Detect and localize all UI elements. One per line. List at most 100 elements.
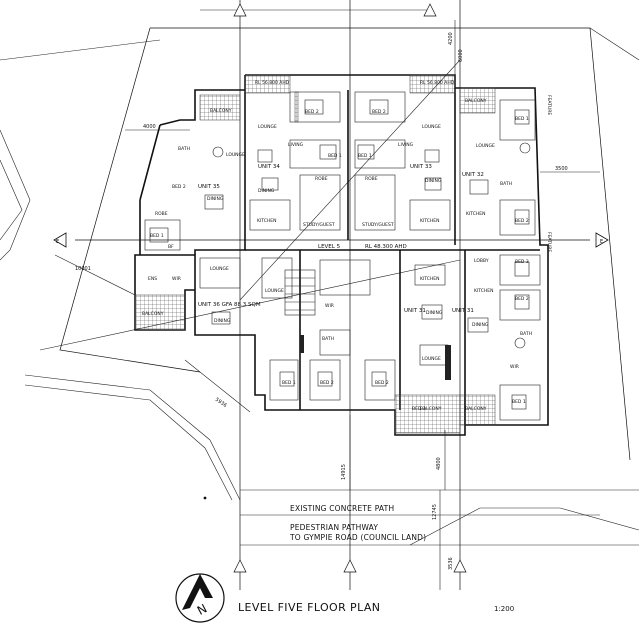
dimension-lines (54, 20, 600, 590)
room-label-bed1: BED 1 (328, 153, 342, 159)
room-label-bf: BF (168, 244, 174, 250)
room-label-kitchen: KITCHEN (466, 211, 486, 217)
unit-34-label: UNIT 34 (258, 164, 280, 170)
room-label-bed2: BED 2 (305, 109, 319, 115)
room-label-kitchen: KITCHEN (257, 218, 277, 224)
room-labels: BALCONY RL 56.800 AHD RL 56.800 AHD BALC… (142, 80, 552, 412)
room-label-lobby: LOBBY (474, 258, 489, 264)
room-label-bed2: BED 2 (372, 109, 386, 115)
pedestrian-pathway: PEDESTRIAN PATHWAY TO GYMPIE ROAD (COUNC… (203, 496, 639, 546)
room-label-bath: BATH (178, 146, 190, 152)
grid-marker-right-label: E (600, 239, 603, 245)
unit-33-label: UNIT 33 (410, 164, 432, 170)
room-label-robe: ROBE (365, 176, 378, 182)
dim-3500: 3500 (555, 166, 568, 172)
room-label-feature: FEATURE (546, 232, 552, 252)
room-label-dining: DINING (214, 318, 231, 324)
room-label-living: LIVING (288, 142, 304, 148)
dim-6000: 6000 (458, 49, 464, 62)
room-label-balcony: BALCONY (465, 98, 487, 104)
drawing-scale: 1:200 (494, 605, 514, 613)
room-label-feature: FEATURE (546, 95, 552, 115)
unit-31b-label: UNIT 31 (404, 308, 426, 314)
building-outline (134, 74, 549, 436)
room-label-kitchen: KITCHEN (420, 276, 440, 282)
stair-core (284, 269, 451, 380)
dim-5936: 5936 (214, 397, 228, 409)
unit-35-label: UNIT 35 (198, 184, 220, 190)
room-label-lounge: LOUNGE (210, 266, 229, 272)
room-label-balcony: BALCONY (420, 406, 442, 412)
room-label-ens: ENS (148, 276, 157, 282)
level-label: LEVEL 5 (318, 244, 341, 250)
room-label-balcony: BALCONY (142, 311, 164, 317)
dim-4200: 4200 (448, 32, 454, 45)
room-label-kitchen: KITCHEN (420, 218, 440, 224)
drawing-title: LEVEL FIVE FLOOR PLAN (238, 601, 380, 614)
room-label-wir: WIR (172, 276, 181, 282)
dim-4000: 4000 (143, 124, 156, 130)
dim-12745: 12745 (432, 504, 438, 520)
room-label-wir: WIR (325, 303, 334, 309)
room-label-dining: DINING (258, 188, 275, 194)
room-label-dining: DINING (425, 178, 442, 184)
room-label-lounge: LOUNGE (476, 143, 495, 149)
dim-4800: 4800 (436, 457, 442, 470)
room-label-bed1: BED 1 (412, 406, 426, 412)
room-label-lounge: LOUNGE (226, 152, 245, 158)
concrete-path-label: EXISTING CONCRETE PATH (290, 504, 394, 513)
dim-3536: 3536 (448, 557, 454, 570)
room-label-living: LIVING (398, 142, 414, 148)
room-label-lounge: LOUNGE (265, 288, 284, 294)
room-label-bath: BATH (520, 331, 532, 337)
room-label-void: RL 56.800 AHD (420, 80, 455, 86)
north-arrow: N (175, 573, 225, 623)
room-label-dining: DINING (207, 196, 224, 202)
room-label-balcony: BALCONY (210, 108, 232, 114)
room-label-bath: BATH (500, 181, 512, 187)
grid-marker-left-label: E (56, 239, 59, 245)
grid-marker-left: E (53, 232, 67, 248)
site-boundary (0, 27, 639, 501)
room-label-bed1: BED 1 (282, 380, 296, 386)
room-label-bed2: BED 2 (375, 380, 389, 386)
dim-14915: 14915 (341, 464, 347, 480)
unit-31-label: UNIT 31 (452, 308, 474, 314)
furniture (149, 99, 531, 410)
room-label-bed1: BED 1 (150, 233, 164, 239)
room-label-bed1: BED 1 (358, 153, 372, 159)
room-label-bed2: BED 2 (515, 296, 529, 302)
room-label-lounge: LOUNGE (422, 124, 441, 130)
room-label-bed1: BED 1 (515, 116, 529, 122)
room-label-kitchen: KITCHEN (474, 288, 494, 294)
room-label-study: STUDY/GUEST (303, 222, 335, 228)
room-label-bed2: BED 2 (320, 380, 334, 386)
pedestrian-path-label-2: TO GYMPIE ROAD (COUNCIL LAND) (289, 533, 426, 542)
room-label-lounge: LOUNGE (422, 356, 441, 362)
internal-partitions (144, 91, 541, 421)
room-label-bed3: BED 3 (515, 259, 529, 265)
room-label-bed1: BED 1 (512, 399, 526, 405)
room-label-robe: ROBE (315, 176, 328, 182)
room-label-robe: ROBE (155, 211, 168, 217)
bottom-grid-markers (233, 3, 467, 573)
room-label-lounge: LOUNGE (258, 124, 277, 130)
balconies (134, 74, 496, 434)
dim-10001: 10001 (75, 266, 91, 272)
room-label-bed2: BED 2 (172, 184, 186, 190)
room-label-wir: WIR (510, 364, 519, 370)
unit-32-label: UNIT 32 (462, 172, 484, 178)
room-label-dining: DINING (426, 310, 443, 316)
concrete-path: EXISTING CONCRETE PATH (240, 489, 639, 516)
room-label-void: RL 56.800 AHD (255, 80, 290, 86)
grid-marker-right: E (595, 232, 609, 248)
room-label-bath: BATH (322, 336, 334, 342)
unit-36-label: UNIT 36 GFA 88.3 SQM (198, 302, 261, 308)
room-label-bed2: BED 2 (515, 218, 529, 224)
room-label-balcony: BALCONY (465, 406, 487, 412)
pedestrian-path-label-1: PEDESTRIAN PATHWAY (290, 523, 378, 532)
room-label-study: STUDY/GUEST (362, 222, 394, 228)
room-label-dining: DINING (472, 322, 489, 328)
rl-label: RL 48.300 AHD (365, 244, 407, 250)
